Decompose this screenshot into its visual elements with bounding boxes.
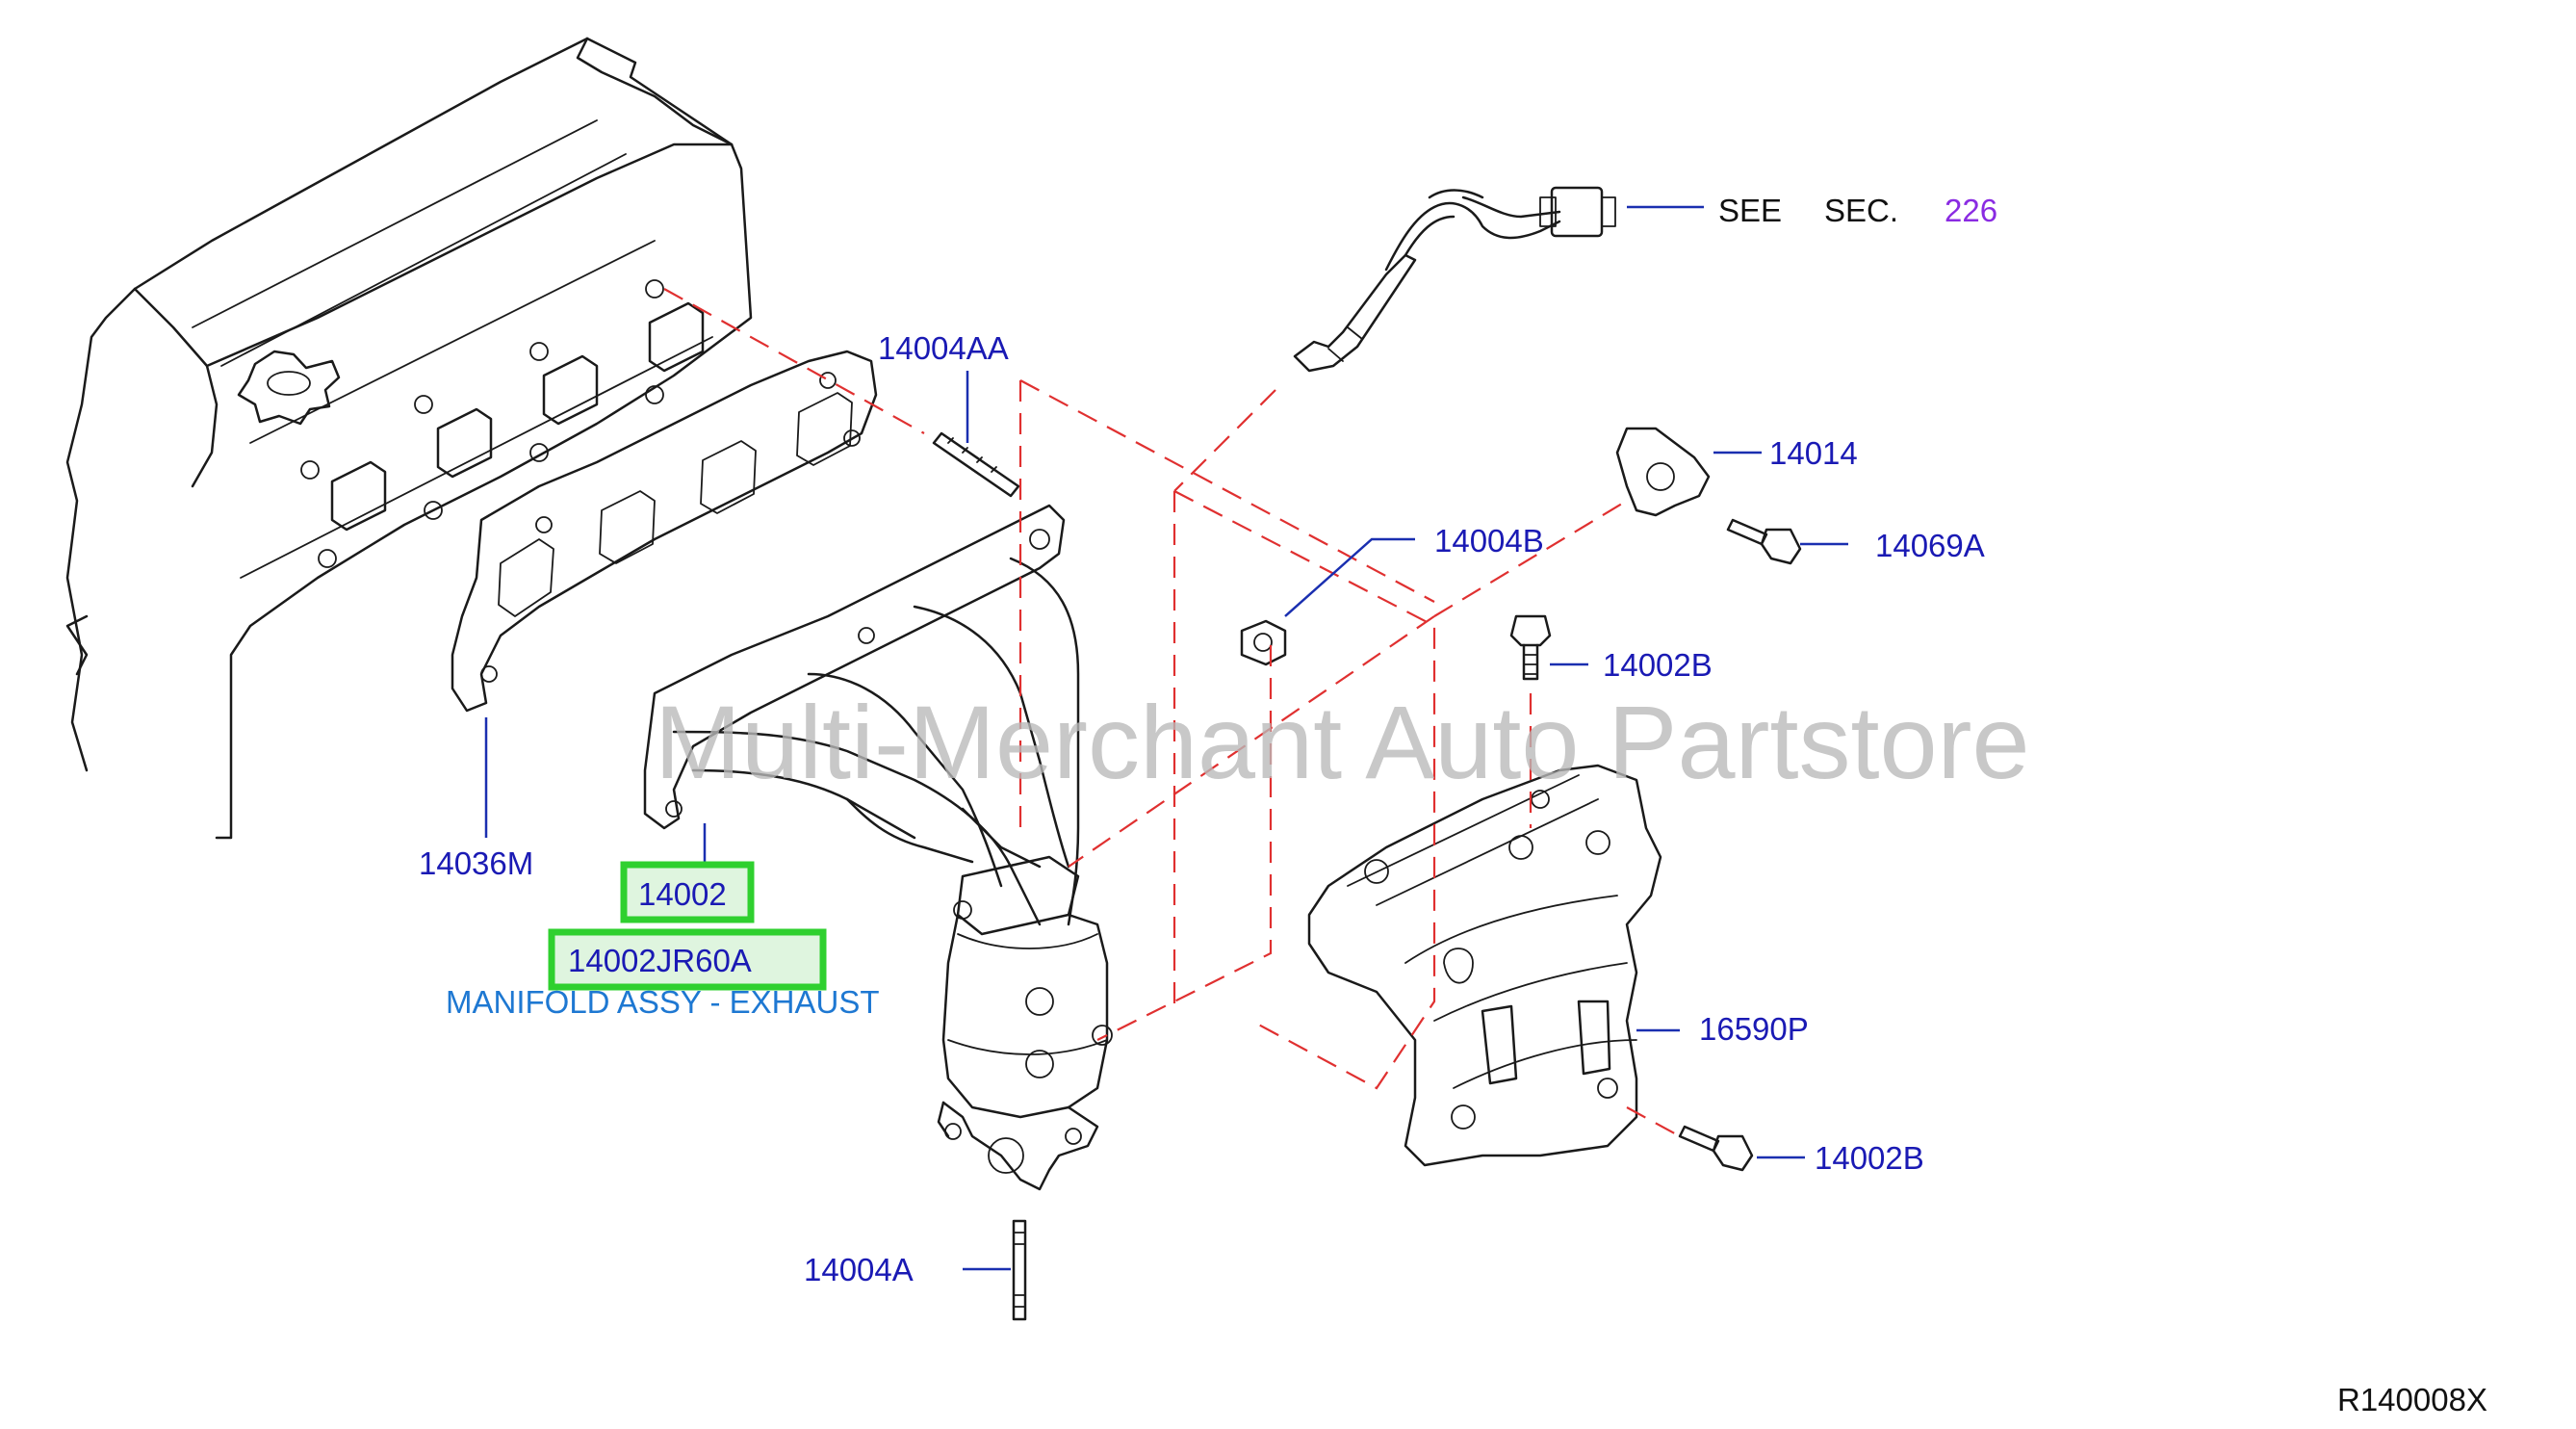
label-14014[interactable]: 14014 <box>1769 435 1858 471</box>
see-text: SEE <box>1718 193 1782 228</box>
exhaust-gasket-drawing <box>451 350 878 713</box>
diagram-code: R140008X <box>2337 1382 2487 1417</box>
label-14004B[interactable]: 14004B <box>1434 523 1544 559</box>
label-14002B-bottom[interactable]: 14002B <box>1815 1140 1924 1176</box>
leader-lines <box>484 205 1848 1271</box>
label-14036M[interactable]: 14036M <box>419 845 533 881</box>
label-16590P[interactable]: 16590P <box>1699 1011 1809 1047</box>
part-number-highlight-box <box>620 861 755 923</box>
sec-text: SEC. <box>1824 193 1898 228</box>
watermark: Multi-Merchant Auto Partstore <box>655 684 2030 800</box>
exhaust-manifold-drawing <box>643 504 1113 1191</box>
highlighted-part-14002[interactable]: 14002 14002JR60A MANIFOLD ASSY - EXHAUST <box>446 861 880 1020</box>
part-number-14002[interactable]: 14002 <box>638 876 727 912</box>
full-part-number-14002JR60A[interactable]: 14002JR60A <box>568 943 752 978</box>
assembly-dashed-lines <box>663 288 1681 1137</box>
label-14002B-top[interactable]: 14002B <box>1603 647 1713 683</box>
heat-shield-drawing <box>1307 764 1662 1167</box>
section-number-link[interactable]: 226 <box>1945 193 1997 228</box>
cylinder-head-drawing <box>65 37 753 840</box>
see-section-reference[interactable]: SEE SEC. 226 <box>1718 193 1997 228</box>
label-14069A[interactable]: 14069A <box>1875 528 1985 563</box>
part-description: MANIFOLD ASSY - EXHAUST <box>446 984 880 1020</box>
fasteners-and-sensors <box>932 186 1802 1321</box>
full-part-number-highlight-box <box>548 928 827 991</box>
label-14004AA[interactable]: 14004AA <box>878 330 1009 366</box>
label-14004A[interactable]: 14004A <box>804 1252 914 1287</box>
